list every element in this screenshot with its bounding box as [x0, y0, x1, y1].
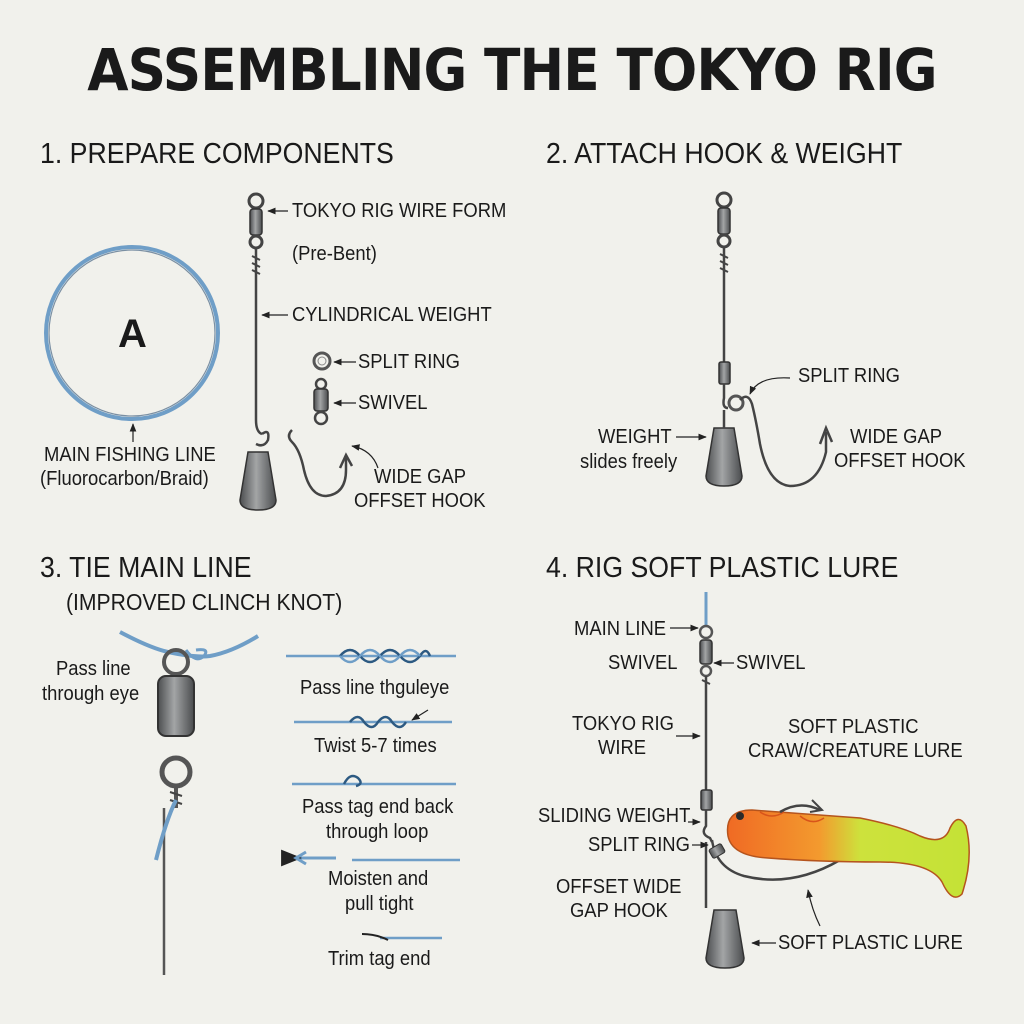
knot-label-5: Trim tag end [328, 948, 431, 970]
knot-step-1 [286, 648, 456, 664]
swivel-3 [157, 675, 195, 737]
knot-label-3b: through loop [326, 821, 429, 843]
split-ring-label: SPLIT RING [358, 351, 460, 373]
hook-label-4a: OFFSET WIDE [556, 876, 682, 898]
hook-4 [710, 839, 844, 881]
swivel-1 [313, 377, 329, 426]
weight-sleeve-2 [718, 361, 731, 385]
weight-2 [705, 427, 743, 487]
wire-form-label: TOKYO RIG WIRE FORM [292, 200, 507, 222]
step4-heading: 4. RIG SOFT PLASTIC LURE [546, 552, 899, 584]
pre-bent-label: (Pre-Bent) [292, 243, 377, 265]
step3-subheading: (IMPROVED CLINCH KNOT) [66, 589, 343, 615]
line-label-2: (Fluorocarbon/Braid) [40, 468, 209, 490]
wire-label-1: TOKYO RIG [572, 713, 674, 735]
step2-heading: 2. ATTACH HOOK & WEIGHT [546, 138, 903, 170]
pass-line-label-1: Pass line [56, 658, 131, 680]
step4-art [670, 592, 970, 969]
pass-line-label-2: through eye [42, 683, 140, 705]
swivel-left-label: SWIVEL [608, 652, 678, 674]
hook-2 [739, 395, 828, 488]
knot-step-2 [294, 709, 452, 729]
weight-label-2b: slides freely [580, 451, 678, 473]
split-ring-label-2: SPLIT RING [798, 365, 900, 387]
weight-label-2a: WEIGHT [598, 426, 672, 448]
hook-1 [287, 429, 348, 498]
line-letter: A [118, 312, 147, 356]
step3-heading: 3. TIE MAIN LINE [40, 552, 252, 584]
knot-step-5 [361, 933, 442, 941]
soft-lure-label: SOFT PLASTIC LURE [778, 932, 963, 954]
line-label-1: MAIN FISHING LINE [44, 444, 216, 466]
lure-label-1: SOFT PLASTIC [788, 716, 919, 738]
step2-art [676, 191, 834, 488]
knot-step-4 [281, 849, 460, 867]
knot-label-2: Twist 5-7 times [314, 735, 437, 757]
split-ring-2 [727, 394, 745, 412]
knot-label-4b: pull tight [345, 893, 414, 915]
wire-label-2: WIRE [598, 737, 647, 759]
step1-art [44, 192, 379, 511]
weight-4 [705, 909, 745, 969]
split-ring-label-4: SPLIT RING [588, 834, 690, 856]
hook-label-2b: OFFSET HOOK [834, 450, 966, 472]
swivel-4 [699, 639, 713, 665]
main-line-label: MAIN LINE [574, 618, 667, 640]
hook-label-2a: WIDE GAP [850, 426, 943, 448]
step1-heading: 1. PREPARE COMPONENTS [40, 138, 394, 170]
knot-label-1: Pass line thguleye [300, 677, 450, 699]
wire-form [247, 192, 270, 447]
step3-art [119, 630, 460, 975]
knot-label-3a: Pass tag end back [302, 796, 454, 818]
hook-label-1: WIDE GAP [374, 466, 467, 488]
swivel-right-label: SWIVEL [736, 652, 806, 674]
sliding-weight-label: SLIDING WEIGHT [538, 805, 691, 827]
weight-label: CYLINDRICAL WEIGHT [292, 304, 492, 326]
line-coil [44, 245, 220, 421]
hook-label-2: OFFSET HOOK [354, 490, 486, 512]
page-title: ASSEMBLING THE TOKYO RIG [87, 36, 937, 104]
weight-1 [239, 451, 277, 511]
soft-plastic-lure [726, 809, 970, 898]
lure-label-2: CRAW/CREATURE LURE [748, 740, 963, 762]
swivel-label: SWIVEL [358, 392, 428, 414]
split-ring-1 [312, 351, 332, 371]
knot-step-3 [292, 774, 456, 788]
knot-label-4a: Moisten and [328, 868, 429, 890]
hook-label-4b: GAP HOOK [570, 900, 668, 922]
